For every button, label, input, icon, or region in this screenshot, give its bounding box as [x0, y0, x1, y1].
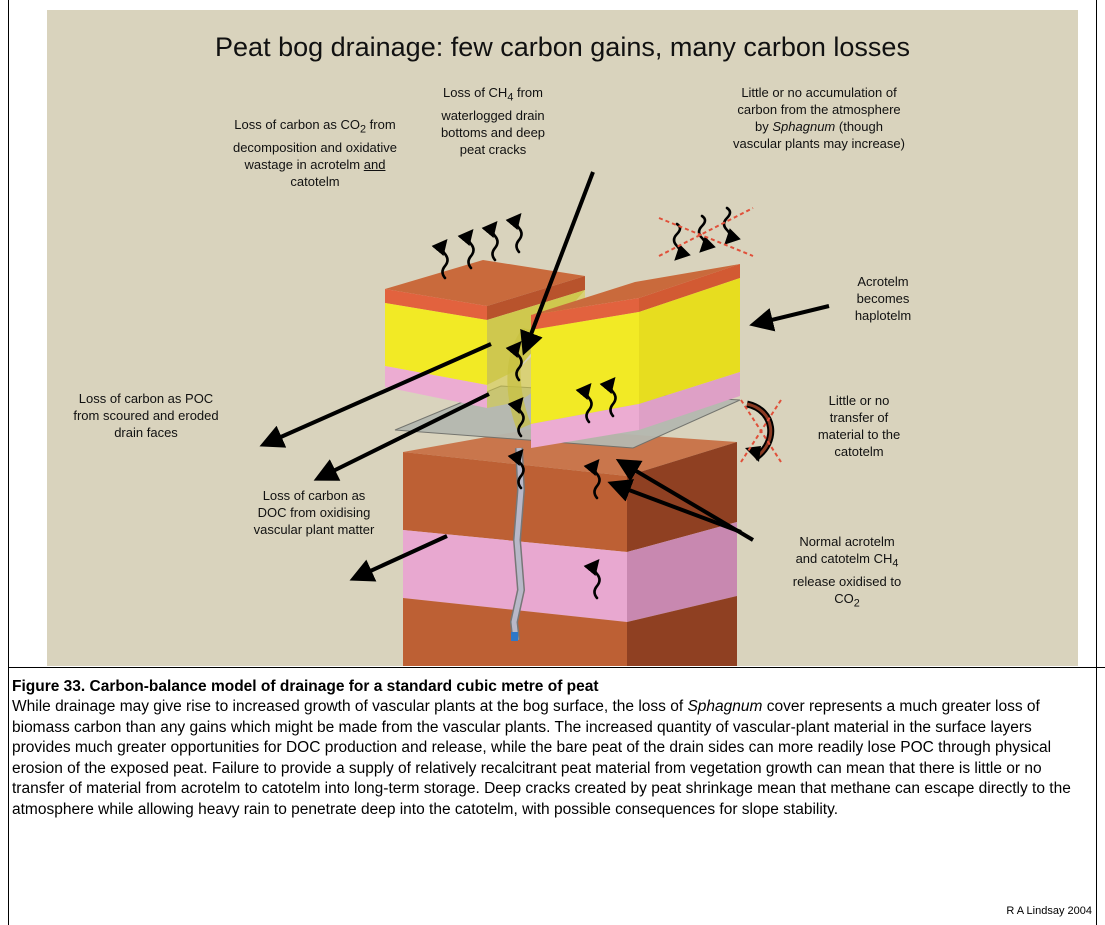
transfer-label: Little or no transfer of material to the…	[817, 393, 901, 459]
caption-body: While drainage may give rise to increase…	[12, 698, 1071, 818]
no-accumulation-arrows	[658, 206, 754, 261]
frame-right-line-bottom	[1096, 668, 1097, 925]
co2-loss-label: Loss of carbon as CO2 from decomposition…	[232, 117, 398, 189]
gas-release-arrows	[431, 213, 617, 600]
diagram-panel: Peat bog drainage: few carbon gains, man…	[47, 10, 1078, 666]
ch4-loss-label: Loss of CH4 from waterlogged drain botto…	[440, 85, 546, 157]
author-credit: R A Lindsay 2004	[1006, 905, 1092, 917]
accumulation-label: Little or no accumulation of carbon from…	[733, 85, 905, 151]
figure-caption: Figure 33. Carbon-balance model of drain…	[12, 677, 1092, 820]
right-upper-block	[507, 264, 740, 448]
frame-divider-line	[8, 667, 1105, 668]
doc-loss-label: Loss of carbon as DOC from oxidising vas…	[253, 488, 375, 537]
frame-left-line	[8, 0, 9, 925]
ch4-release-label: Normal acrotelm and catotelm CH4 release…	[792, 534, 902, 610]
label-arrows	[259, 171, 830, 582]
catotelm-block	[403, 428, 737, 666]
frame-right-line-top	[1096, 0, 1097, 668]
diagram-title: Peat bog drainage: few carbon gains, man…	[215, 32, 910, 62]
no-transfer-arrow	[740, 399, 782, 463]
caption-title: Figure 33. Carbon-balance model of drain…	[12, 678, 599, 695]
poc-loss-label: Loss of carbon as POC from scoured and e…	[73, 391, 219, 440]
peat-block-diagram	[259, 171, 830, 666]
acrotelm-label: Acrotelm becomes haplotelm	[854, 274, 912, 323]
